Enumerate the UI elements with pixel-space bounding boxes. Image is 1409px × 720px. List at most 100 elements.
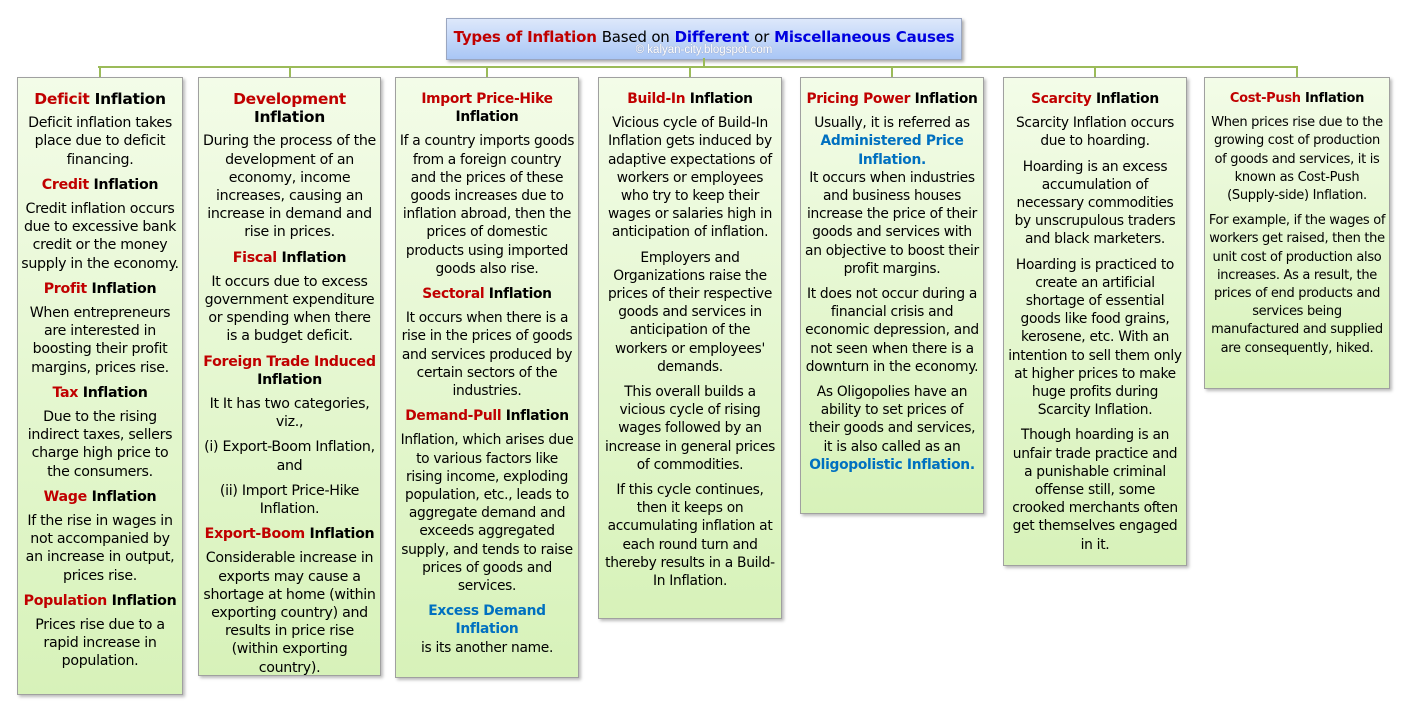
description-text: Due to the rising indirect taxes, seller… (27, 409, 173, 480)
heading-suffix: Inflation (488, 286, 552, 303)
section-heading: Scarcity Inflation (1007, 90, 1183, 108)
description-text: Hoarding is an excess accumulation of ne… (1014, 158, 1176, 248)
connector (1094, 67, 1096, 77)
heading-suffix: Inflation (1095, 91, 1159, 107)
heading-suffix: Inflation (455, 109, 519, 126)
heading-suffix: Inflation (82, 384, 148, 401)
heading-suffix: Inflation (91, 488, 157, 505)
description-text: If the rise in wages in not accompanied … (25, 513, 175, 584)
description-text: Inflation, which arises due to various f… (400, 432, 574, 595)
heading-keyword: Population (23, 592, 108, 609)
description-text: It occurs due to excess government expen… (204, 273, 375, 345)
description-text: As Oligopolies have an ability to set pr… (808, 384, 976, 455)
section-heading: Profit Inflation (21, 280, 179, 298)
section-heading: Foreign Trade Induced Inflation (202, 353, 377, 389)
section-heading: Sectoral Inflation (399, 285, 575, 303)
description-text: Scarcity Inflation occurs due to hoardin… (1015, 115, 1175, 150)
description-text: For example, if the wages of workers get… (1208, 213, 1386, 356)
heading-suffix: Inflation (257, 371, 322, 388)
description-text: Usually, it is referred as (814, 115, 970, 132)
section-heading: Demand-Pull Inflation (399, 407, 575, 425)
connector (1296, 67, 1298, 77)
section-heading: Deficit Inflation (21, 90, 179, 108)
title-part: Different (674, 28, 750, 46)
connector (689, 67, 691, 77)
description-text: It occurs when industries and business h… (805, 169, 979, 277)
description-text: If this cycle continues, then it keeps o… (605, 482, 775, 590)
highlight-term: Administered Price Inflation. (820, 133, 964, 168)
title-part: Miscellaneous Causes (774, 28, 955, 46)
heading-suffix: Inflation (689, 91, 753, 107)
section-heading: Cost-Push Inflation (1208, 90, 1386, 108)
heading-suffix: Inflation (93, 176, 159, 193)
section-heading: Development Inflation (202, 90, 377, 126)
title-part: Based on (601, 28, 670, 46)
description-text: Considerable increase in exports may cau… (203, 550, 376, 676)
connector (891, 67, 893, 77)
description-text: (i) Export-Boom Inflation, and (204, 439, 375, 474)
description-text: It does not occur during a financial cri… (805, 286, 979, 375)
heading-suffix: Inflation (1305, 91, 1365, 106)
description-text: is its another name. (420, 639, 554, 656)
description-text: This overall builds a vicious cycle of r… (604, 384, 776, 473)
description-text: If a country imports goods from a foreig… (399, 133, 575, 277)
heading-suffix: Inflation (309, 526, 375, 543)
section-heading: Tax Inflation (21, 384, 179, 402)
heading-keyword: Foreign Trade Induced (203, 353, 376, 370)
description-text: Deficit inflation takes place due to def… (28, 115, 172, 168)
heading-keyword: Build-In (627, 91, 686, 107)
connector (486, 67, 488, 77)
connector-line (98, 66, 1298, 68)
heading-keyword: Demand-Pull (405, 408, 502, 425)
heading-suffix: Inflation (111, 592, 177, 609)
heading-suffix: Inflation (253, 108, 326, 127)
heading-keyword: Pricing Power (806, 91, 911, 107)
description-text: Prices rise due to a rapid increase in p… (35, 617, 165, 670)
description-text: During the process of the development of… (203, 133, 376, 241)
heading-suffix: Inflation (91, 280, 157, 297)
description-text: Employers and Organizations raise the pr… (607, 249, 773, 375)
connector (288, 67, 291, 77)
heading-keyword: Scarcity (1031, 91, 1092, 107)
heading-keyword: Profit (43, 280, 87, 297)
description-text: When prices rise due to the growing cost… (1211, 115, 1383, 204)
heading-keyword: Deficit (34, 90, 90, 108)
heading-keyword: Sectoral (422, 286, 485, 303)
description-text: Vicious cycle of Build-In Inflation gets… (607, 115, 773, 241)
section-heading: Population Inflation (21, 592, 179, 610)
heading-keyword: Development (233, 90, 346, 108)
section-heading: Import Price-Hike Inflation (399, 90, 575, 126)
diagram-title-box: Types of Inflation Based on Different or… (446, 18, 962, 60)
heading-keyword: Fiscal (232, 249, 277, 266)
description-text: It It has two categories, viz., (209, 396, 370, 431)
section-heading: Wage Inflation (21, 488, 179, 506)
heading-suffix: Inflation (505, 408, 569, 425)
description-text: It occurs when there is a rise in the pr… (401, 310, 573, 400)
heading-keyword: Credit (41, 176, 89, 193)
section-heading: Credit Inflation (21, 176, 179, 194)
description-text: Credit inflation occurs due to excessive… (21, 201, 179, 272)
connector (99, 67, 101, 77)
section-heading: Export-Boom Inflation (202, 525, 377, 543)
title-part: Types of Inflation (453, 28, 597, 46)
description-text: Hoarding is practiced to create an artif… (1008, 256, 1182, 419)
description-text: (ii) Import Price-Hike Inflation. (219, 482, 360, 518)
highlight-term: Oligopolistic Inflation. (809, 456, 975, 473)
heading-keyword: Cost-Push (1229, 91, 1301, 106)
connector (703, 58, 705, 67)
heading-keyword: Tax (52, 384, 79, 401)
section-heading: Fiscal Inflation (202, 249, 377, 267)
heading-keyword: Export-Boom (204, 526, 306, 543)
section-heading: Pricing Power Inflation (804, 90, 980, 108)
description-text: Though hoarding is an unfair trade pract… (1012, 427, 1178, 553)
inflation-type-box: Import Price-Hike Inflation If a country … (395, 77, 579, 678)
heading-keyword: Wage (43, 488, 88, 505)
heading-suffix: Inflation (914, 91, 978, 107)
watermark: © kalyan-city.blogspot.com (635, 44, 773, 56)
